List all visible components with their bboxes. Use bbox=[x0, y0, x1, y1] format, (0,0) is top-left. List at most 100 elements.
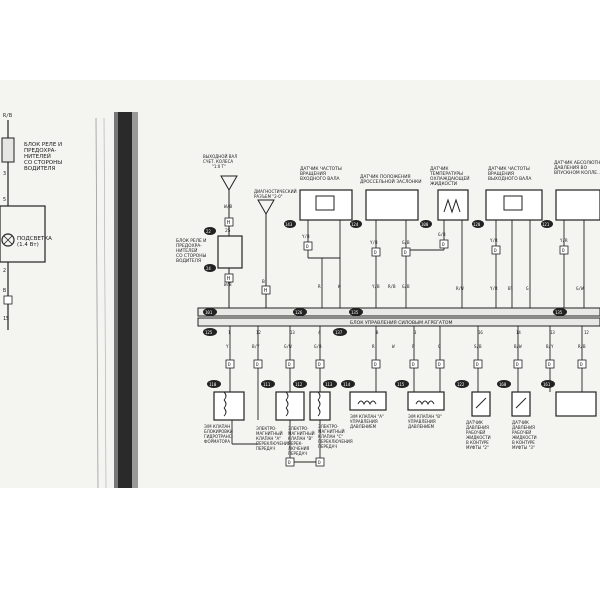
sensor-2-label: ДАТЧИК ПОЛОЖЕНИЯ ДРОССЕЛЬНОЙ ЗАСЛОНКИ bbox=[360, 174, 422, 185]
diag-connector-note: ДИАГНОСТИЧЕСКИЙ РАЗЪЕМ "2-0" bbox=[254, 189, 298, 199]
oc-9 bbox=[513, 359, 523, 369]
sensor-2-num-bubble bbox=[350, 220, 362, 228]
lp-10: 12 bbox=[584, 330, 589, 335]
sensor-wires bbox=[307, 220, 585, 308]
sensor-4-label: ДАТЧИК ЧАСТОТЫ ВРАЩЕНИЯ ВЫХОДНОГО ВАЛА bbox=[488, 166, 531, 182]
sw-label-3: G/B bbox=[402, 240, 410, 245]
sensor-conn-boxes bbox=[303, 239, 569, 257]
sensor-wire-labels: Y/B Y/B G/B G/B Y/R Y/R bbox=[302, 232, 568, 245]
owl-4: G/B bbox=[314, 344, 322, 349]
antenna-icon bbox=[220, 175, 238, 192]
oc-10 bbox=[545, 359, 555, 369]
left-pin-bottom: 15 bbox=[3, 316, 9, 322]
ocl-12: D bbox=[288, 460, 291, 466]
top-left-note: ВЫХОДНОЙ ВАЛ СЧЕТ. КОЛЕСА "1:0 Т" bbox=[203, 154, 238, 169]
oc-7 bbox=[435, 359, 445, 369]
sensor-conn-letters: D D D D D D bbox=[306, 242, 565, 256]
sc-box-4 bbox=[439, 239, 449, 249]
output-conn-boxes bbox=[225, 359, 587, 467]
sensor-3: ДАТЧИК ТЕМПЕРАТУРЫ ОХЛАЖДАЮЩЕЙ ЖИДКОСТИ … bbox=[420, 166, 471, 228]
uw-7: G/B bbox=[402, 284, 410, 289]
pcm-conn-137: 137 bbox=[335, 330, 343, 335]
uw-8: R/W bbox=[456, 286, 464, 291]
out-160-bubble bbox=[497, 380, 511, 388]
sc-letter-5: D bbox=[494, 248, 497, 254]
sensor-5: ДАТЧИК АБСОЛЮТНОГО ДАВЛЕНИЯ ВО ВПУСКНОМ … bbox=[541, 160, 600, 228]
ocl-6: D bbox=[412, 362, 415, 368]
oc-11 bbox=[577, 359, 587, 369]
out-115-num: 115 bbox=[397, 382, 405, 387]
output-wire-labels: Y B/Y G/W G/B R W P G S/B B/W B/Y R/B bbox=[226, 344, 586, 349]
relay-block-label: БЛОК РЕЛЕ И ПРЕДОХРА- НИТЕЛЕЙ СО СТОРОНЫ… bbox=[176, 238, 208, 264]
owl-11: B/Y bbox=[546, 344, 554, 349]
ocl-8: D bbox=[476, 362, 479, 368]
solenoid-icon-114 bbox=[357, 400, 377, 406]
out-161-bubble bbox=[541, 380, 555, 388]
sc-letter-4: D bbox=[442, 242, 445, 248]
solenoid-icon-110 bbox=[223, 391, 227, 417]
ocl-2: D bbox=[256, 362, 259, 368]
solenoid-icon-112 bbox=[317, 391, 321, 417]
sw-label-1: Y/B bbox=[302, 234, 310, 239]
out-115-bubble bbox=[395, 380, 409, 388]
sensor-4-coil-icon bbox=[503, 195, 523, 211]
uw-6: R/B bbox=[388, 284, 396, 289]
out-161-box bbox=[555, 391, 597, 417]
sc-box-6 bbox=[559, 245, 569, 255]
binding-shadow bbox=[118, 112, 132, 488]
oc-1 bbox=[225, 359, 235, 369]
diag-connector-icon bbox=[257, 199, 275, 216]
oc-13 bbox=[315, 457, 325, 467]
ocl-5: D bbox=[374, 362, 377, 368]
uw-3: R bbox=[318, 284, 321, 289]
pcm-label: БЛОК УПРАВЛЕНИЯ СИЛОВЫМ АГРЕГАТОМ bbox=[350, 320, 452, 326]
out-110-box bbox=[213, 391, 245, 421]
sensor-2-box bbox=[365, 189, 419, 221]
sw-label-2: Y/B bbox=[370, 240, 378, 245]
lp-5: 8 bbox=[376, 330, 379, 335]
pcm-block: БЛОК УПРАВЛЕНИЯ СИЛОВЫМ АГРЕГАТОМ 101 12… bbox=[197, 307, 600, 336]
out-161-num: 161 bbox=[543, 382, 551, 387]
uw-9: Y/R bbox=[490, 286, 498, 291]
relay-connector-top bbox=[224, 217, 234, 227]
lp-9: 13 bbox=[550, 330, 555, 335]
left-relay-label: БЛОК РЕЛЕ И ПРЕДОХРА- НИТЕЛЕЙ СО СТОРОНЫ… bbox=[24, 142, 64, 172]
ocl-1: D bbox=[228, 362, 231, 368]
sc-letter-6: D bbox=[562, 248, 565, 254]
out-110-label: Э/М КЛАПАН БЛОКИРОВКИ ГИДРОТРАНС- ФОРМАТ… bbox=[204, 424, 234, 444]
out-112-label: ЭЛЕКТРО- МАГНИТНЫЙ КЛАПАН "B" ПЕРЕК- ЛЮЧ… bbox=[288, 426, 316, 456]
owl-12: R/B bbox=[578, 344, 586, 349]
sc-letter-1: D bbox=[306, 244, 309, 250]
owl-5: R bbox=[372, 344, 375, 349]
lamp-icon bbox=[1, 233, 15, 247]
pcm-conn-101: 101 bbox=[205, 310, 213, 315]
pcm-conn-125: 125 bbox=[205, 330, 213, 335]
out-110-bubble bbox=[207, 380, 221, 388]
oc-6 bbox=[409, 359, 419, 369]
wire-wb-label: W/B bbox=[224, 204, 232, 210]
relay-pin-24: 24 bbox=[206, 266, 211, 271]
owl-6: W bbox=[392, 344, 395, 349]
ocl-13: D bbox=[318, 460, 321, 466]
relay-pin-24-bubble bbox=[204, 264, 216, 272]
pcm-conn-137-bubble bbox=[333, 328, 347, 336]
uw-1: W/B bbox=[224, 282, 232, 287]
ocl-3: D bbox=[288, 362, 291, 368]
solenoid-icon-111 bbox=[285, 391, 289, 417]
sc-letter-3: D bbox=[404, 250, 407, 256]
left-page bbox=[0, 120, 46, 330]
ocl-7: D bbox=[438, 362, 441, 368]
binding-edge bbox=[114, 112, 118, 488]
out-111-num: 111 bbox=[263, 382, 271, 387]
sensor-1-num-bubble bbox=[284, 220, 296, 228]
oc-2 bbox=[253, 359, 263, 369]
sensor-2-num: 124 bbox=[351, 222, 359, 227]
owl-8: G bbox=[438, 344, 441, 349]
gutter-line-1 bbox=[95, 117, 99, 489]
output-conn-letters: D D D D D D D D D D D D D bbox=[228, 362, 583, 466]
pcm-conn-125-bubble bbox=[203, 328, 217, 336]
out-114-num: 114 bbox=[343, 382, 351, 387]
sensor-3-label: ДАТЧИК ТЕМПЕРАТУРЫ ОХЛАЖДАЮЩЕЙ ЖИДКОСТИ bbox=[429, 166, 471, 187]
